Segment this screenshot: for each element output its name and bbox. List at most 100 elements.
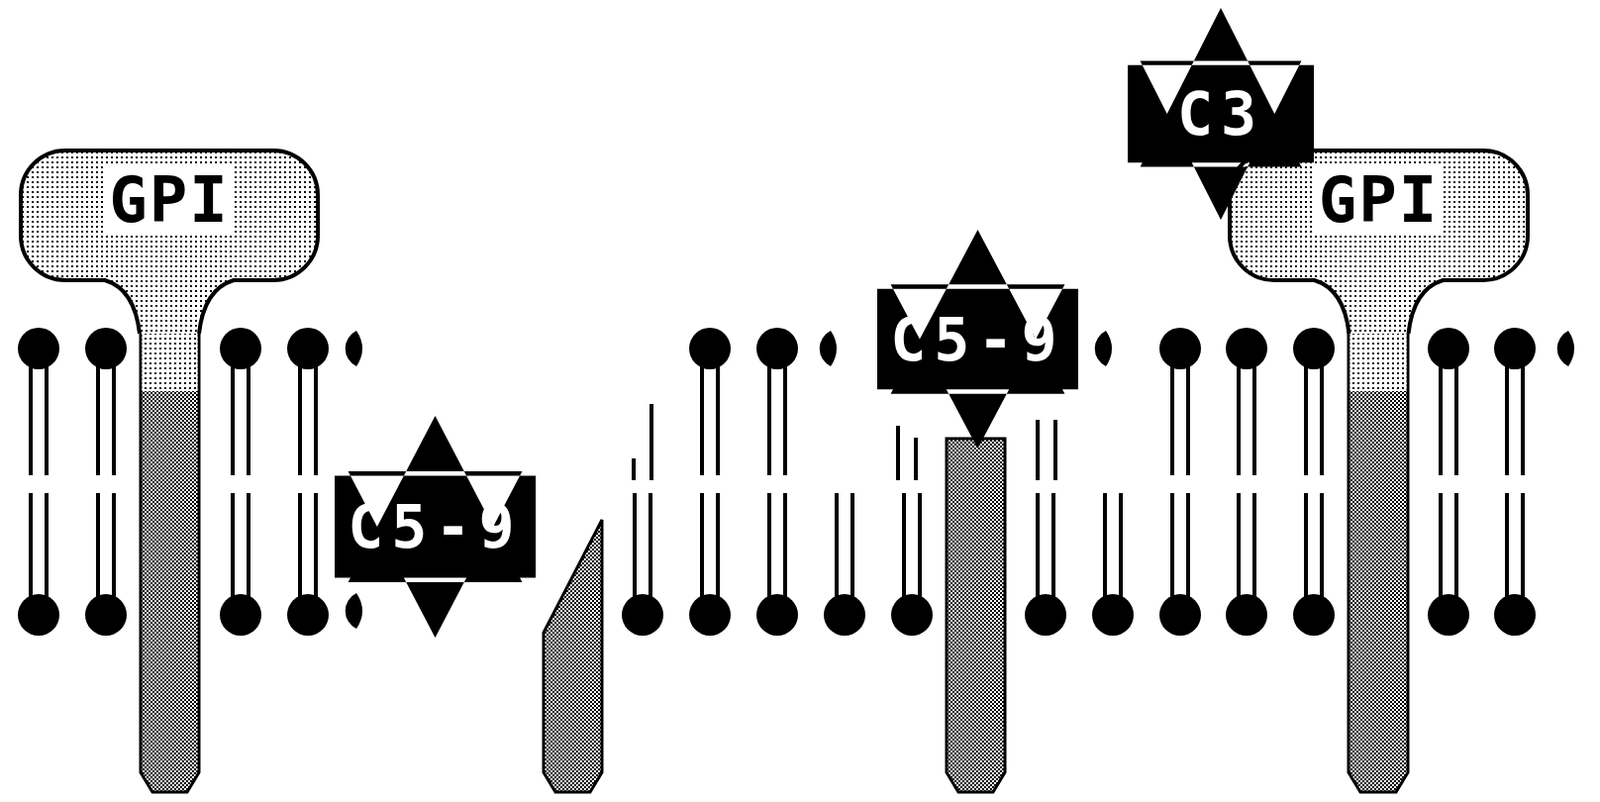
gpi-anchor-protein: GPI [20, 150, 318, 281]
lipid-tail [1186, 493, 1191, 598]
lipid-tail [917, 493, 922, 598]
lipid-bilayer [17, 327, 1575, 636]
gpi-anchor-protein: GPI [1229, 150, 1528, 281]
lipid-tail [1236, 366, 1241, 476]
lipid-head [1494, 594, 1536, 636]
lipid-tail [834, 493, 839, 598]
lipid-head [17, 594, 60, 636]
node-label: GPI [104, 165, 234, 235]
lipid-tail [1504, 366, 1509, 476]
lipid-head [689, 327, 731, 370]
complement-component: C3 [1127, 7, 1314, 220]
lipid-tail [111, 366, 116, 476]
node-label: GPI [1314, 165, 1444, 235]
lipid-head [1494, 327, 1536, 370]
lipid-tail [767, 366, 772, 476]
lipid-tail [648, 493, 653, 598]
lipid-tail [96, 366, 100, 476]
lipid-tail [1102, 493, 1107, 598]
lipid-tail [1035, 419, 1040, 481]
lipid-head [1293, 594, 1335, 636]
lipid-head [17, 327, 60, 370]
lipid-head [1024, 594, 1067, 636]
lipid-tail [1051, 493, 1056, 598]
lipid-head-fragment [1095, 330, 1112, 367]
lipid-tail [28, 493, 33, 598]
lipid-head [1427, 327, 1470, 370]
lipid-tail [715, 493, 720, 598]
lipid-head [1159, 594, 1201, 636]
lipid-tail [28, 366, 33, 476]
gpi-balloon-outline [1229, 150, 1528, 334]
lipid-head [1225, 594, 1268, 636]
node-label: C3 [1177, 81, 1265, 147]
anchor-stem [1348, 326, 1408, 793]
lipid-head [1427, 594, 1470, 636]
lipid-tail [1236, 493, 1241, 598]
gpi-balloon-outline [20, 150, 318, 334]
lipid-tail [1520, 493, 1525, 598]
gpi-balloon-fill [1229, 150, 1528, 334]
lipid-head [823, 594, 866, 636]
lipid-tail [767, 493, 772, 598]
lipid-tail [1520, 366, 1525, 476]
lipid-head-fragment [1557, 330, 1575, 367]
lipid-head [1159, 327, 1201, 370]
star-fill [877, 229, 1079, 449]
lipid-tail [298, 493, 302, 598]
lipid-tail [1303, 366, 1308, 476]
lipid-tail [1319, 493, 1324, 598]
gpi-balloon-fill [20, 150, 318, 334]
node-label: C5-9 [347, 494, 523, 560]
lipid-tail [1252, 493, 1257, 598]
lipid-tail [1170, 493, 1175, 598]
lipid-tail [1504, 493, 1509, 598]
lipid-tail [783, 493, 788, 598]
lipid-tail [1438, 493, 1443, 598]
complement-component: C5-9 [877, 229, 1079, 449]
lipid-tail [1454, 493, 1459, 598]
lipid-tail [1186, 366, 1191, 476]
anchor-stem [140, 326, 200, 793]
lipid-tail [44, 366, 49, 476]
lipid-tail [901, 493, 906, 598]
lipid-tail [649, 403, 654, 481]
lipid-head [1225, 327, 1268, 370]
lipid-tail [783, 366, 788, 476]
lipid-tail [298, 366, 302, 476]
lipid-tail [896, 425, 900, 481]
lipid-tail [1170, 366, 1175, 476]
lipid-head [756, 594, 799, 636]
lipid-head [287, 327, 329, 370]
anchor-stem [543, 519, 602, 793]
lipid-tail [1438, 366, 1443, 476]
lipid-head [1092, 594, 1134, 636]
lipid-tail [913, 437, 918, 481]
anchor-stem-upper [1350, 326, 1407, 392]
lipid-tail [700, 493, 704, 598]
lipid-head-fragment [345, 593, 363, 629]
lipid-tail [1252, 366, 1257, 476]
lipid-tail [230, 366, 235, 476]
lipid-head [621, 594, 664, 636]
lipid-head-fragment [819, 330, 837, 367]
lipid-tail [1454, 366, 1459, 476]
lipid-tail [632, 493, 637, 598]
lipid-tail [313, 366, 318, 476]
lipid-tail [631, 458, 636, 481]
lipid-head [287, 594, 329, 636]
lipid-head [219, 327, 262, 370]
lipid-tail [96, 493, 100, 598]
lipid-tail [850, 493, 855, 598]
star-fill [334, 415, 536, 638]
lipid-tail [1319, 366, 1324, 476]
anchor-stems [140, 326, 1408, 793]
lipid-tail [111, 493, 116, 598]
lipid-tail [246, 366, 251, 476]
lipid-tail [715, 366, 720, 476]
lipid-head [891, 594, 933, 636]
anchor-stem-upper [142, 326, 199, 392]
